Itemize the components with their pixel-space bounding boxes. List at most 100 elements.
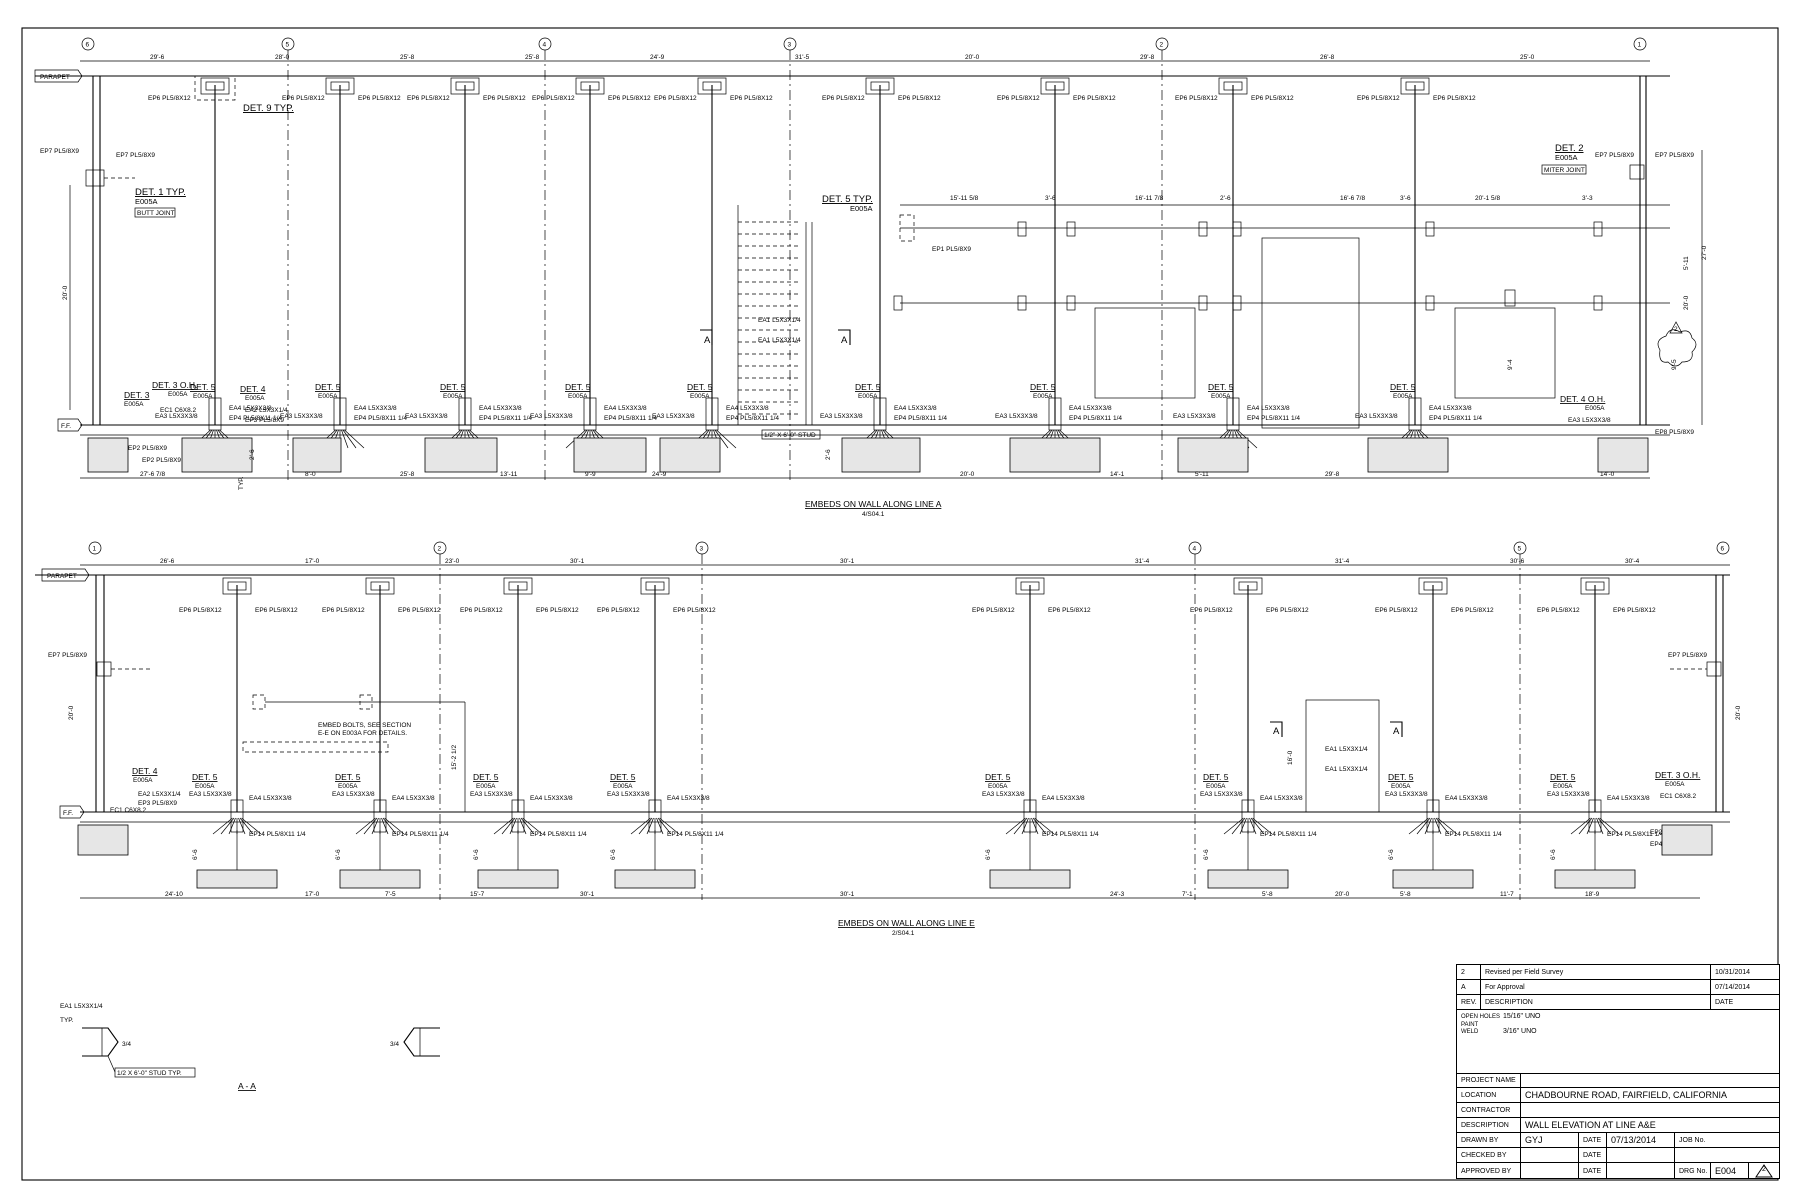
bottom-bottom-dim: 24'-10 [165,891,183,898]
stud-ray [1013,817,1028,835]
small-embed [1504,289,1516,307]
height-6-6: 6'-6 [473,849,480,860]
ep6-label: EP6 PL5/8X12 [255,607,298,614]
top-elevation-title: EMBEDS ON WALL ALONG LINE A [805,499,942,509]
ep6-label: EP6 PL5/8X12 [322,607,365,614]
section-mark-bottom-left: A [1270,721,1283,737]
grid-label-bottom: 4 [1193,546,1197,553]
embed-ep6-inner [645,581,665,591]
ep14-label: EP14 PL5/8X11 1/4 [1042,831,1099,838]
rev-triangle-icon: 2 [1749,1163,1779,1179]
stud-ray [714,429,729,449]
ep6-label: EP6 PL5/8X12 [1433,95,1476,102]
det5-label: DET. 5 [1203,772,1229,782]
ep4-label: EP4 PL5/8X11 1/4 [229,415,282,422]
sheet-border [21,27,1779,1181]
stud-ray [1034,817,1055,835]
ep6-label: EP6 PL5/8X12 [972,607,1015,614]
det5typ-label: DET. 5 TYP. [822,194,873,205]
bottom-dim: 25'-8 [400,471,415,478]
det5-ref: E005A [443,393,463,400]
det5-ref: E005A [1211,393,1231,400]
embed-ep6-inner [1585,581,1605,591]
rev-header: REV. [1457,995,1481,1009]
ep6-label: EP6 PL5/8X12 [1190,607,1233,614]
bottom-dim: 27'-6 7/8 [140,471,165,478]
det9-label: DET. 9 TYP. [243,103,294,114]
bottom-bottom-dim: 5'-8 [1400,891,1411,898]
grid-label-bottom: 3 [700,546,704,553]
ep6-label: EP6 PL5/8X12 [1537,607,1580,614]
stud-ray [238,817,246,835]
footing [87,437,129,473]
stud-ray [501,817,516,835]
stud-ray [1032,817,1047,835]
grid-label-top: 4 [543,42,547,49]
footing [1367,437,1449,473]
det5-label: DET. 5 [190,382,216,392]
drawn-by-value: GYJ [1521,1133,1579,1147]
ea4-label: EA4 L5X3X3/8 [392,795,435,802]
grid-bubble-bottom [88,541,102,555]
ep4-label: EP4 PL5/8X11 1/4 [726,415,779,422]
det5-ref: E005A [318,393,338,400]
det5-ref: E005A [195,783,215,790]
ep6-label: EP6 PL5/8X12 [1048,607,1091,614]
stud-ray [1599,817,1620,835]
stud-ray [1437,817,1458,835]
stud-ray [522,817,543,835]
stud-ray [520,817,535,835]
bottom-dim: 14'-1 [1110,471,1125,478]
top-grid-lines [287,50,1163,480]
ep4-label: EP4 PL5/8X11 1/4 [1247,415,1300,422]
rev-2-description: For Approval [1481,980,1711,994]
ep4-label: EP4 PL5/8X11 1/4 [1429,415,1482,422]
det3oh-label: DET. 3 O.H. [152,380,197,390]
embed-ep6-plate [1400,77,1430,95]
stud-ray [363,817,378,835]
embed-ep6-inner [702,81,722,91]
grid-label-bottom: 5 [1518,546,1522,553]
ea1-label-top: EA1 L5X3X1/4 [758,317,801,324]
det5-ref: E005A [858,393,878,400]
ea4-label: EA4 L5X3X3/8 [1042,795,1085,802]
ea4-label: EA4 L5X3X3/8 [726,405,769,412]
det5-ref: E005A [988,783,1008,790]
location-value: CHADBOURNE ROAD, FAIRFIELD, CALIFORNIA [1525,1090,1728,1100]
det4oh-ref: E005A [1585,405,1605,412]
bottom-bottom-dim: 17'-0 [305,891,320,898]
stud-ray [1231,817,1246,835]
grid-bubble-top [1633,37,1647,51]
ep1-label: EP1 PL5/8X9 [932,246,971,253]
ep14-label: EP14 PL5/8X11 1/4 [667,831,724,838]
height-right-open: 5'-11 [1683,256,1690,270]
ea4-label: EA4 L5X3X3/8 [1445,795,1488,802]
footing [292,437,342,473]
stud-label-top: 1/2" X 6'-0" STUD [764,432,816,439]
svg-text:A: A [841,335,848,346]
embed-ep6-plate [697,77,727,95]
ff-tag-top: F.F. [57,418,83,432]
stud-ray [382,817,397,835]
stud-ray [630,817,651,835]
embed-ep6-plate [503,577,533,595]
stud-ray [355,817,376,835]
section-stud-label: 1/2 X 6'-0" STUD TYP. [117,1070,182,1077]
embed-ep6-plate [640,577,670,595]
ea3-label: EA3 L5X3X3/8 [1385,791,1428,798]
small-embed [1066,295,1076,311]
drawn-by-label: DRAWN BY [1457,1133,1521,1147]
ep14-label: EP14 PL5/8X11 1/4 [1260,831,1317,838]
embed-ep6-inner [455,81,475,91]
job-no-label: JOB No. [1679,1136,1706,1144]
det5-label: DET. 5 [315,382,341,392]
top-dim: 25'-0 [1520,54,1535,61]
embed-ep6-inner [1405,81,1425,91]
height-6-6: 6'-6 [610,849,617,860]
stud-ray [212,817,233,835]
embed-ep6-plate [365,577,395,595]
